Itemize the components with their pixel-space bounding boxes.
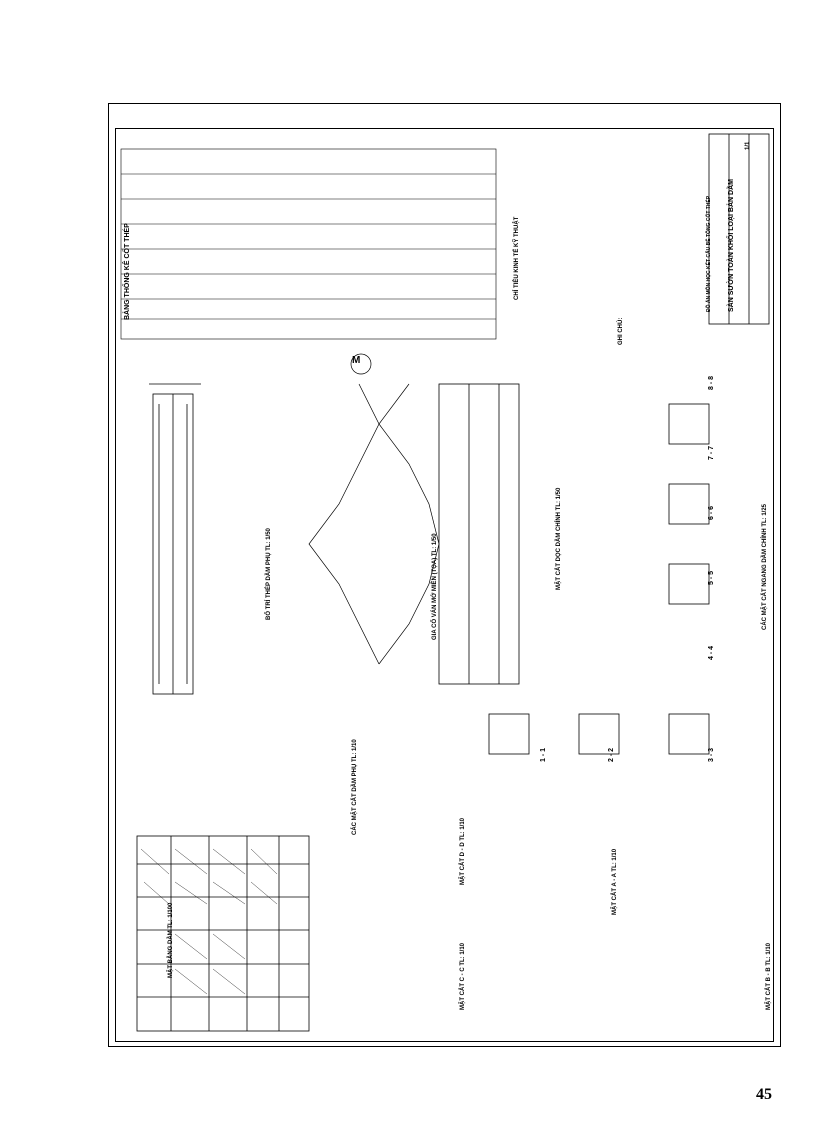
section-details [488, 403, 710, 755]
section-mark-8: 8 - 8 [708, 375, 715, 390]
section-mark-4: 4 - 4 [708, 645, 715, 660]
plan-hatch [140, 848, 278, 995]
section-mark-7: 7 - 7 [708, 445, 715, 460]
notes-label: GHI CHÚ: [618, 317, 624, 345]
material-table-title: CHỈ TIÊU KINH TẾ KỸ THUẬT [514, 216, 520, 300]
drawing-frame [115, 128, 774, 1042]
plan-grid [136, 835, 310, 1032]
section-title-cross-sections: CÁC MẶT CẮT NGANG DẦM CHÍNH TL: 1/25 [762, 504, 768, 630]
section-title-sub-sections: CÁC MẶT CẮT DẦM PHỤ TL: 1/10 [352, 739, 358, 835]
secondary-beam-elevation [149, 383, 201, 695]
title-block-project: ĐỒ ÁN MÔN HỌC KẾT CẤU BÊ TÔNG CỐT THÉP [706, 195, 712, 312]
steel-table [120, 148, 497, 340]
section-title-plan: MẶT BẰNG DẦM TL: 1/100 [168, 902, 174, 978]
section-title-secondary-beam: BỐ TRÍ THÉP DẦM PHỤ TL: 1/50 [266, 528, 272, 620]
section-title-moment: GIA CỐ VÁN MỚ MIỀN (TỌA) TL: 1/50 [432, 533, 438, 640]
drawing-sheet [108, 103, 781, 1047]
main-beam-elevation [438, 383, 520, 685]
moment-diagram [308, 353, 440, 665]
title-block [708, 133, 770, 325]
section-title-cc: MẶT CẮT C - C TL: 1/10 [460, 943, 466, 1010]
section-title-aa: MẶT CẮT A - A TL: 1/10 [612, 848, 618, 915]
section-mark-1: 1 - 1 [540, 747, 547, 762]
section-mark-3: 3 - 3 [708, 747, 715, 762]
section-title-main-beam: MẶT CẮT DỌC DẦM CHÍNH TL: 1/50 [556, 487, 562, 590]
engineering-drawing [120, 133, 770, 1032]
section-mark-6: 6 - 6 [708, 505, 715, 520]
page-number: 45 [756, 1086, 772, 1103]
steel-table-title: BẢNG THỐNG KÊ CỐT THÉP [124, 223, 131, 320]
section-title-dd: MẶT CẮT D - D TL: 1/10 [460, 818, 466, 885]
circle-mark: M [352, 355, 361, 366]
section-mark-5: 5 - 5 [708, 570, 715, 585]
section-title-bb: MẶT CẮT B - B TL: 1/10 [766, 943, 772, 1010]
title-block-sheet-no: 1/1 [745, 141, 751, 150]
section-mark-2: 2 - 2 [608, 747, 615, 762]
title-block-drawing-name: SÀN SƯỜN TOÀN KHỐI LOẠI BẢN DẦM [728, 179, 735, 312]
